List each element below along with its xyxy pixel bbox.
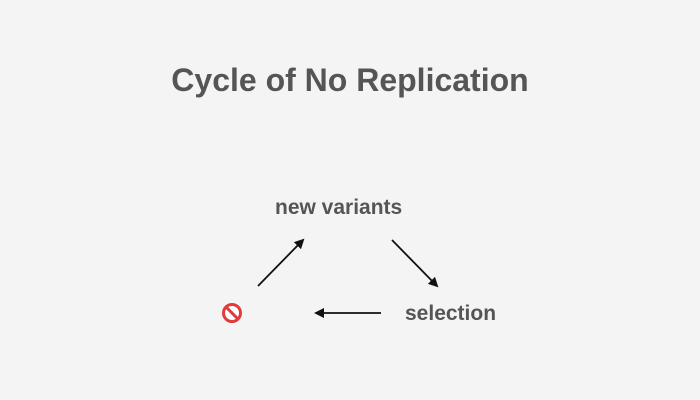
node-new-variants: new variants <box>275 196 403 219</box>
node-selection: selection <box>405 302 497 325</box>
no-replication-node <box>221 302 243 324</box>
diagram-title: Cycle of No Replication <box>171 62 529 98</box>
arrow-no-replication-to-new-variants <box>257 238 305 287</box>
arrow-new-variants-to-selection <box>391 239 439 288</box>
prohibited-icon <box>222 303 242 323</box>
